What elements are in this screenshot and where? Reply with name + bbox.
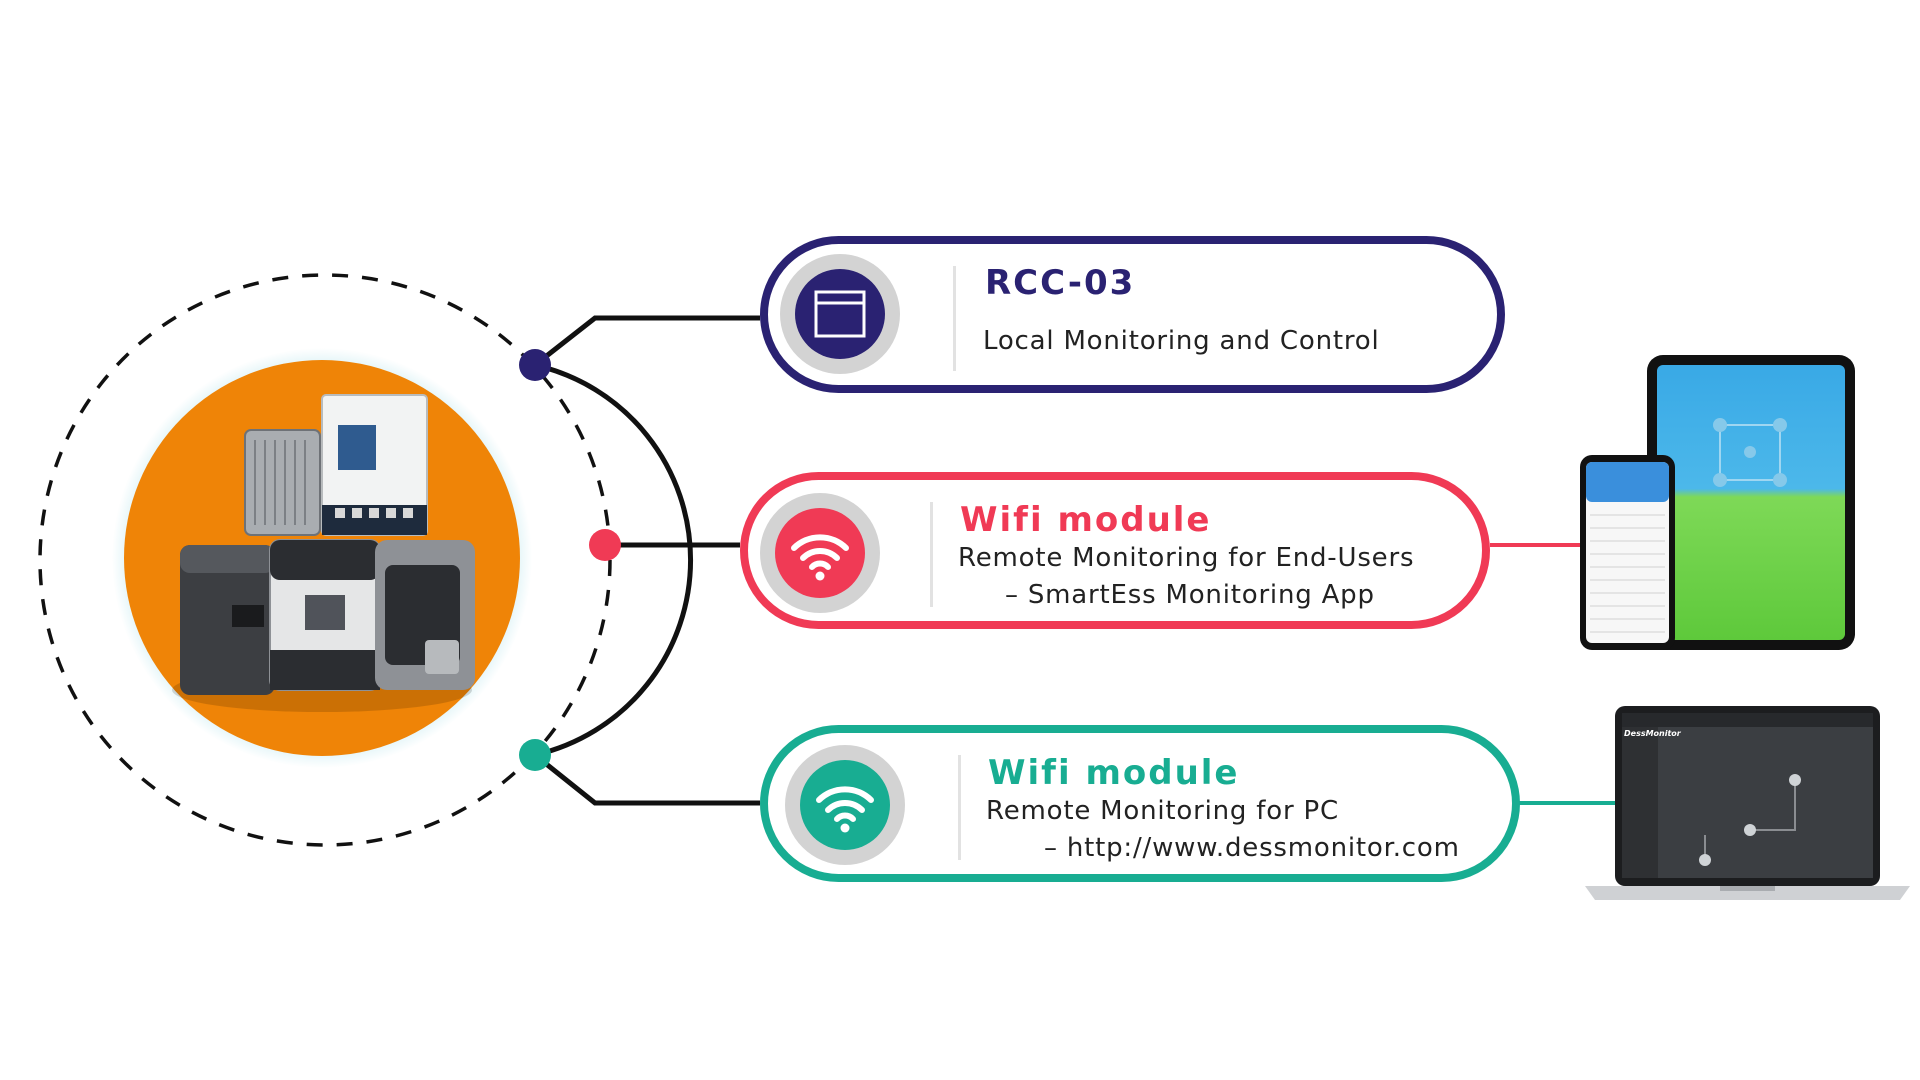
phone-device [1580,455,1675,650]
wifi-pc-subdescription: – http://www.dessmonitor.com [1044,833,1460,863]
icon-ring-rcc03 [780,254,900,374]
wifi-icon [791,534,849,581]
product-battery-dark [180,545,275,695]
connector-bottom [533,753,760,806]
display-screen-icon [814,290,866,338]
wifi-pc-title: Wifi module [988,753,1240,793]
product-charger-grey [375,540,475,690]
node-red [589,529,621,561]
connector-top [533,315,760,367]
divider-wifi-app [930,502,933,607]
product-inverter-center [269,539,381,691]
wifi-app-description: Remote Monitoring for End-Users [958,543,1415,573]
product-inverter-small [244,429,321,536]
product-inverter-white [321,394,428,536]
wifi-pc-description: Remote Monitoring for PC [986,796,1339,826]
rcc03-description: Local Monitoring and Control [983,326,1380,356]
wifi-app-title: Wifi module [960,500,1212,540]
node-teal [519,739,551,771]
laptop-brand-label: DessMonitor [1624,729,1681,738]
tablet-device [1647,355,1855,650]
icon-ring-wifi-pc [785,745,905,865]
icon-ring-wifi-app [760,493,880,613]
node-navy [519,349,551,381]
hub-arc [534,362,694,758]
rcc03-title: RCC-03 [985,263,1136,303]
wifi-icon [816,786,874,833]
divider-wifi-pc [958,755,961,860]
divider-rcc03 [953,266,956,371]
laptop-device [1585,706,1910,900]
wifi-app-subdescription: – SmartEss Monitoring App [1005,580,1375,610]
